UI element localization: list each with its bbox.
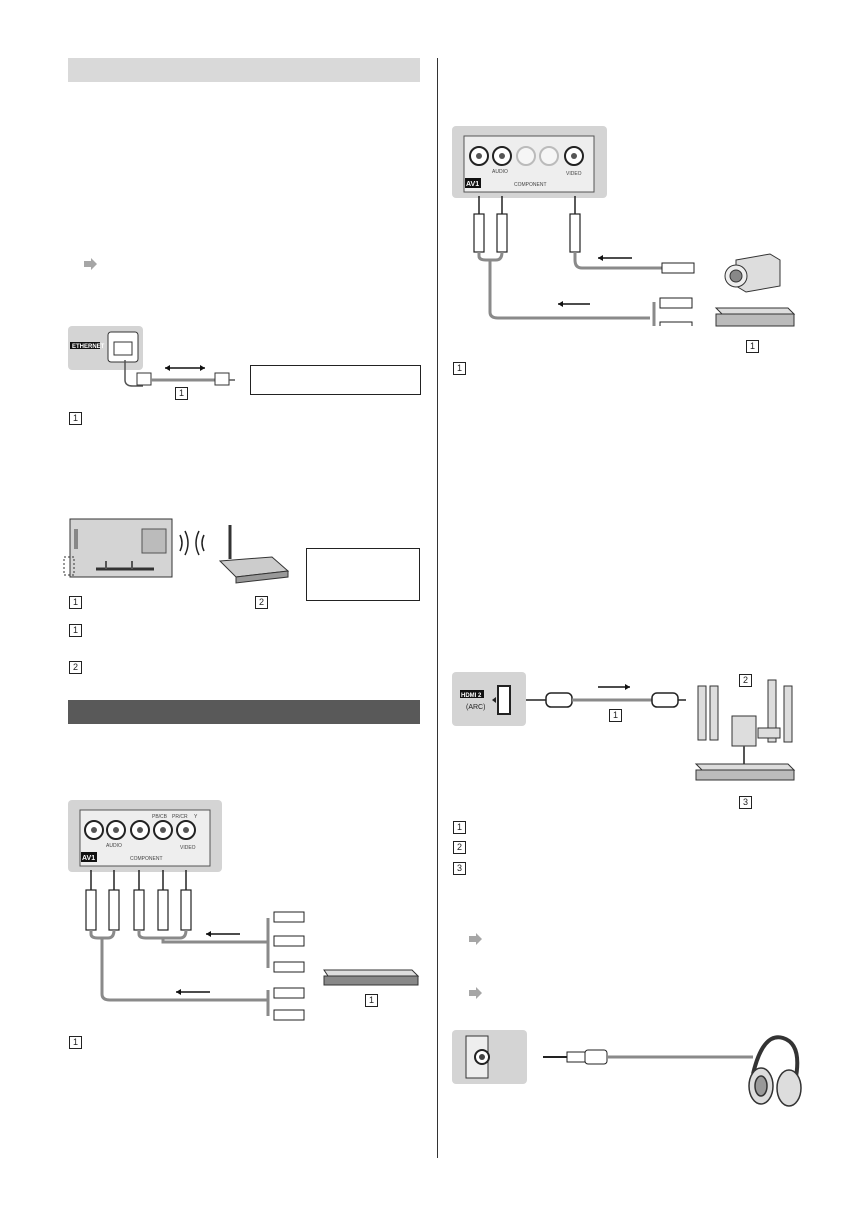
component-label: COMPONENT	[514, 182, 547, 188]
callout-number: 1	[69, 596, 82, 609]
legend-number: 2	[453, 841, 466, 854]
legend-number: 1	[69, 624, 82, 637]
camcorder-icon	[724, 253, 781, 293]
callout-number: 1	[746, 340, 759, 353]
legend-number: 1	[69, 412, 82, 425]
tv-rear-icon	[63, 518, 173, 578]
video-player-icon	[714, 307, 796, 327]
lan-cable-diagram	[124, 360, 235, 387]
video-label: VIDEO	[566, 171, 582, 177]
callout-number: 2	[739, 674, 752, 687]
av1-composite-panel: AV1 AUDIO COMPONENT VIDEO	[452, 126, 607, 198]
wifi-waves-icon	[179, 530, 205, 556]
section-header-bar-network	[68, 58, 420, 82]
hdmi2-label: HDMI 2	[461, 693, 482, 699]
hdmi2-arc-panel: HDMI 2 (ARC)	[452, 672, 526, 726]
arrow-bullet-icon	[469, 933, 482, 945]
callout-number: 1	[175, 387, 188, 400]
arc-label: (ARC)	[466, 704, 485, 711]
headphones-icon	[748, 1035, 802, 1107]
legend-number: 1	[453, 362, 466, 375]
video-label: VIDEO	[180, 845, 196, 851]
pr-label: PR/CR	[172, 814, 188, 820]
headphones-diagram	[543, 1035, 802, 1107]
ethernet-label: ETHERNET	[72, 344, 105, 350]
component-label: COMPONENT	[130, 856, 163, 862]
callout-number: 1	[365, 994, 378, 1007]
arrow-bullet-icon	[469, 987, 482, 999]
ethernet-terminal-panel: ETHERNET	[68, 326, 143, 370]
composite-cable-diagram	[473, 196, 695, 326]
callout-number: 1	[609, 709, 622, 722]
audio-label: AUDIO	[492, 169, 508, 175]
av1-component-panel: AV1 AUDIO COMPONENT VIDEO PB/CB PR/CR Y	[68, 800, 222, 872]
rca-plugs	[273, 911, 305, 1021]
av1-tag: AV1	[82, 855, 95, 862]
column-divider	[437, 58, 438, 1158]
component-cable-diagram	[85, 870, 305, 1021]
y-label: Y	[194, 814, 198, 820]
legend-number: 1	[69, 1036, 82, 1049]
legend-number: 2	[69, 661, 82, 674]
legend-number: 3	[453, 862, 466, 875]
callout-number: 3	[739, 796, 752, 809]
legend-number: 1	[453, 821, 466, 834]
router-icon	[218, 525, 290, 584]
ethernet-port-icon: ETHERNET	[70, 331, 139, 363]
hdmi-cable-diagram	[526, 684, 686, 708]
section-header-bar-av	[68, 700, 420, 724]
av1-tag: AV1	[466, 181, 479, 188]
access-point-box	[306, 548, 420, 601]
headphone-jack-panel	[452, 1030, 527, 1084]
home-theater-icon	[694, 679, 796, 781]
pb-label: PB/CB	[152, 814, 168, 820]
speaker-icon	[697, 679, 793, 747]
wireless-connection-diagram	[63, 518, 290, 584]
audio-label: AUDIO	[106, 843, 122, 849]
dvd-player-icon	[323, 969, 420, 986]
network-device-box	[250, 365, 421, 395]
arrow-bullet-icon	[84, 258, 97, 270]
callout-number: 2	[255, 596, 268, 609]
